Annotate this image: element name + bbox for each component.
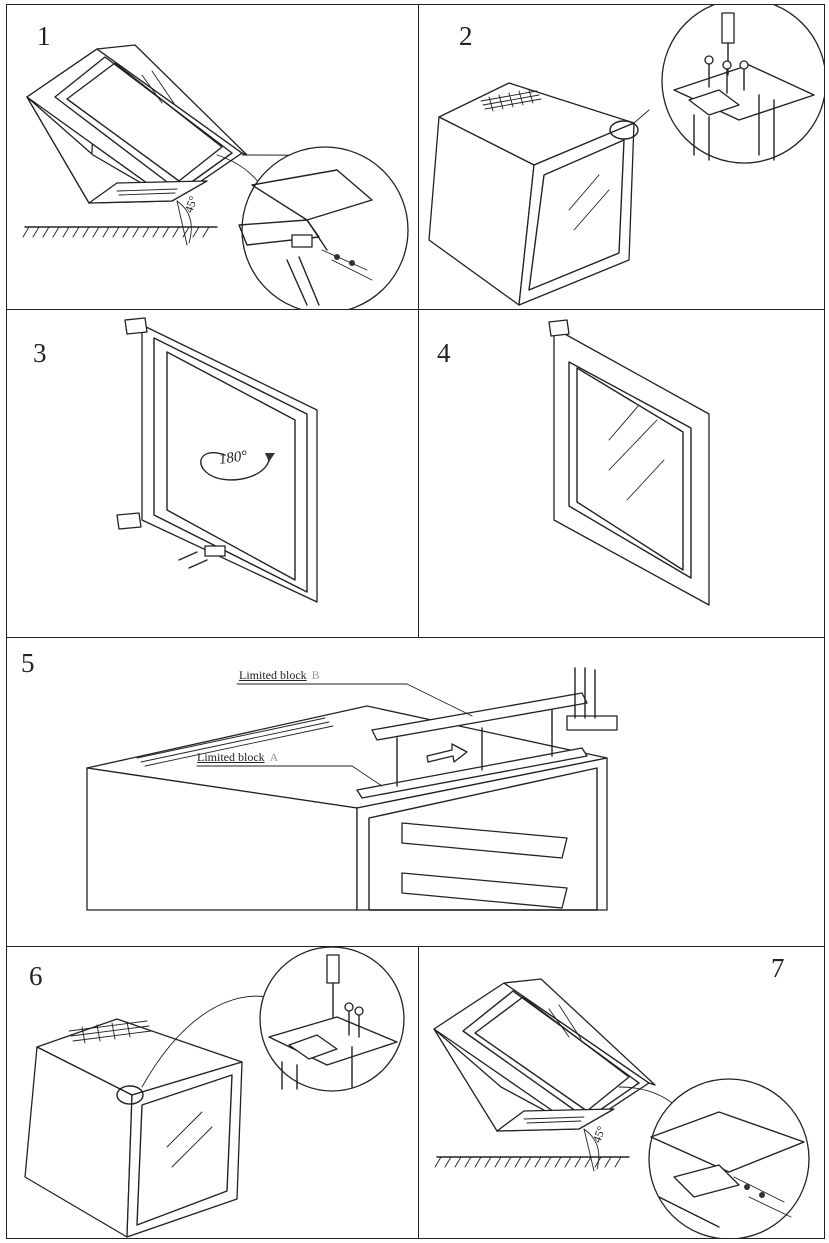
step-5-number: 5	[21, 648, 35, 678]
step-5-panel: 5	[6, 637, 825, 947]
step-7-number: 7	[771, 953, 785, 983]
step-1-number: 1	[37, 21, 51, 51]
step-6-illustration	[24, 947, 405, 1238]
step-1-illustration	[22, 44, 409, 309]
step-2-illustration	[428, 5, 824, 306]
step-3-illustration	[116, 317, 318, 603]
step-6-number: 6	[29, 961, 43, 991]
step-3-number: 3	[33, 338, 47, 368]
step-1-panel: 1	[6, 4, 419, 310]
step-4-number: 4	[437, 338, 451, 368]
step-6-panel: 6	[6, 946, 419, 1239]
step-3-panel: 3 180°	[6, 309, 419, 638]
step-5-illustration	[86, 667, 618, 911]
step-2-number: 2	[459, 21, 473, 51]
step-4-panel: 4	[418, 309, 825, 638]
step-4-illustration	[548, 319, 710, 606]
step-7-panel: 7	[418, 946, 825, 1239]
step-7-illustration	[433, 978, 810, 1238]
step-2-panel: 2	[418, 4, 825, 310]
